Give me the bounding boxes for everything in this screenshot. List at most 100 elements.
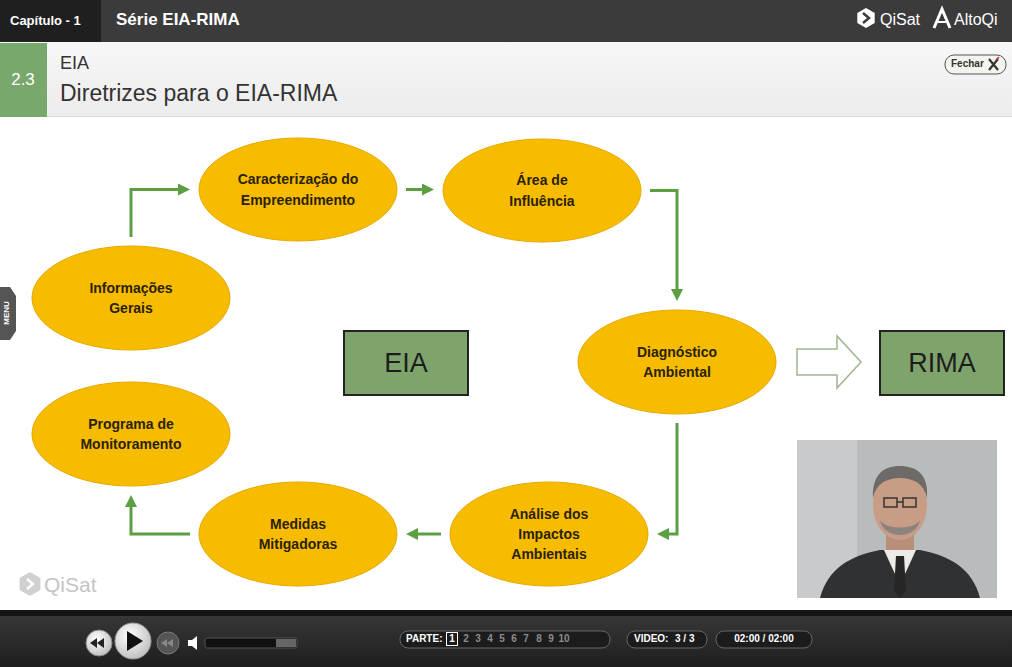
watermark-icon [20,572,41,596]
node-label: Informações Gerais [71,278,191,319]
play-button [115,623,151,659]
flow-arrow [131,190,178,238]
node-body: Área de Influência [497,170,587,211]
presenter-video [873,466,927,498]
part-label: PARTE: [406,633,442,645]
watermark: QiSat [44,572,97,597]
node-label: Diagnóstico Ambiental [627,342,727,383]
presenter-video [897,501,903,503]
step-ellipse: Informações Gerais [31,245,231,351]
video-count: 3 / 3 [675,633,694,645]
brand-logo: QiSat [880,10,920,29]
node-body: RIMA [887,347,997,379]
node-body: Caracterização do Empreendimento [228,169,368,210]
node-body: Informações Gerais [71,278,191,319]
series-title: Série EIA-RIMA [116,10,240,30]
rewind-button [86,630,112,656]
flow-arrow [669,423,677,534]
presenter-video [884,498,897,507]
part-number: 4 [487,633,493,645]
section-name: EIA [60,53,89,75]
block-arrow [797,336,861,388]
time-pill [716,631,812,648]
volume-slider [276,639,296,647]
node-body: Programa de Monitoramento [74,414,189,455]
close-button [945,55,1006,74]
flow-arrow [406,188,422,191]
volume-icon [188,636,197,650]
flow-arrow [650,191,677,290]
node-label: RIMA [887,347,997,379]
ellipse-outline [31,245,231,351]
qisat-logo-icon [857,8,874,28]
ellipse-outline [577,309,777,415]
header-rule [0,116,1012,117]
ellipse-outline [198,481,398,587]
play-button [115,623,151,659]
ellipse-fill [199,482,397,586]
rewind-button [86,630,112,656]
presenter-video [820,550,980,598]
brand-logo: AltoQi [954,10,998,29]
ellipse-fill [443,139,641,242]
ellipse-fill [199,138,397,241]
close-button [996,57,999,60]
current-part-box [447,633,458,646]
control-bar [0,610,1012,667]
part-number: 2 [463,633,469,645]
ellipse-outline [442,138,642,243]
menu-label: MENU [2,301,12,325]
watermark-icon [27,579,33,589]
ellipse-fill [578,310,776,414]
ellipse-outline [31,381,231,487]
node-body: Análise dos Impactos Ambientais [499,504,599,565]
watermark-icon [20,572,41,596]
header-panel [0,42,1012,117]
part-number: 7 [523,633,529,645]
step-ellipse: Medidas Mitigadoras [198,481,398,587]
rewind-button [90,638,104,648]
part-number: 6 [511,633,517,645]
node-label: EIA [351,347,461,379]
ellipse-fill [450,482,648,586]
volume-slider [205,638,297,648]
chapter-label: Capítulo - 1 [10,13,81,29]
node-label: Programa de Monitoramento [74,414,189,455]
step-ellipse: Diagnóstico Ambiental [577,309,777,415]
step-ellipse: Análise dos Impactos Ambientais [449,481,649,587]
ellipse-outline [198,137,398,242]
presenter-video [903,498,916,507]
node-label: Medidas Mitigadoras [248,514,348,555]
forward-button [157,632,179,654]
close-label: Fechar [951,58,984,70]
play-button [127,631,143,651]
presenter-video [797,440,997,598]
flow-arrow [418,533,441,536]
part-number: 8 [536,633,542,645]
part-number: 3 [475,633,481,645]
presenter-video [797,440,997,598]
top-bar [0,0,1012,42]
node-body: Medidas Mitigadoras [248,514,348,555]
node-body: EIA [351,347,461,379]
part-number: 1 [449,633,455,645]
step-ellipse: Caracterização do Empreendimento [198,137,398,242]
close-button [989,59,998,70]
altoqi-logo-icon [938,21,946,23]
forward-button [161,639,173,647]
menu-tab [0,287,16,340]
section-square [0,43,47,117]
node-body: Diagnóstico Ambiental [627,342,727,383]
step-ellipse: Área de Influência [442,138,642,243]
video-label: VIDEO: [634,633,668,645]
forward-button [157,632,179,654]
content-area [0,117,1012,610]
part-number: 5 [499,633,505,645]
qisat-logo-icon [857,8,874,28]
time-display: 02:00 / 02:00 [734,633,794,645]
part-pill [400,631,610,648]
presenter-video [894,556,906,598]
altoqi-logo-icon [934,9,950,28]
presenter-video [880,520,920,535]
